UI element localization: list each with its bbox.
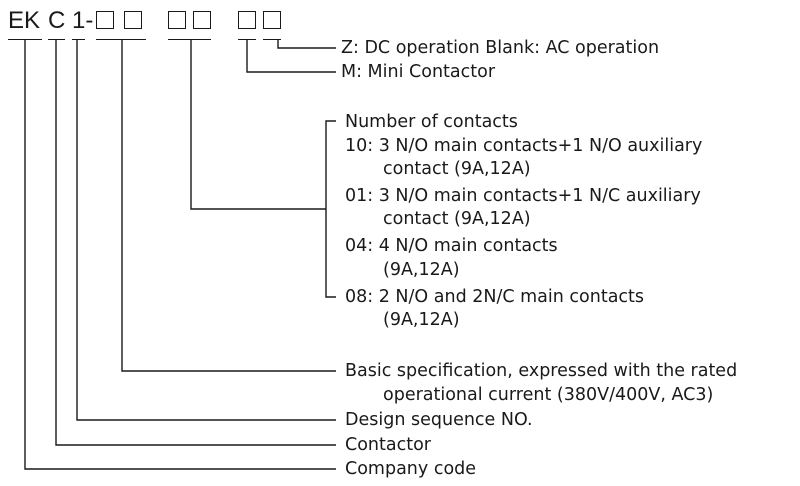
placeholder-box-spec-2 bbox=[124, 11, 142, 29]
underline-contacts bbox=[168, 39, 211, 40]
label-contacts-04: 04: 4 N/O main contacts bbox=[345, 236, 558, 256]
placeholder-box-mini bbox=[238, 11, 256, 29]
connector-design-seq bbox=[76, 39, 336, 421]
label-contacts-10: 10: 3 N/O main contacts+1 N/O auxiliary bbox=[345, 136, 703, 156]
label-contacts-01-rating: contact (9A,12A) bbox=[383, 209, 531, 229]
label-contacts-04-rating: (9A,12A) bbox=[383, 260, 460, 280]
connector-contacts bbox=[190, 39, 326, 210]
connector-mini bbox=[246, 39, 336, 73]
underline-1 bbox=[72, 39, 85, 40]
label-design-sequence: Design sequence NO. bbox=[345, 410, 533, 430]
label-company-code: Company code bbox=[345, 459, 477, 479]
underline-dc bbox=[263, 39, 281, 40]
label-number-of-contacts: Number of contacts bbox=[345, 112, 518, 132]
label-contactor: Contactor bbox=[345, 435, 431, 455]
bracket-contacts bbox=[325, 120, 336, 298]
connector-basic-spec bbox=[121, 39, 336, 372]
label-dc-operation: Z: DC operation Blank: AC operation bbox=[341, 38, 660, 58]
label-contacts-08: 08: 2 N/O and 2N/C main contacts bbox=[345, 287, 645, 307]
label-basic-specification-current: operational current (380V/400V, AC3) bbox=[383, 385, 714, 405]
code-company-ek: EK bbox=[8, 7, 41, 34]
placeholder-box-contacts-1 bbox=[168, 11, 186, 29]
label-contacts-10-rating: contact (9A,12A) bbox=[383, 159, 531, 179]
placeholder-box-spec-1 bbox=[96, 11, 114, 29]
label-basic-specification: Basic specification, expressed with the … bbox=[345, 361, 738, 381]
underline-spec bbox=[96, 39, 146, 40]
placeholder-box-dc bbox=[263, 11, 281, 29]
connector-company bbox=[24, 39, 336, 470]
label-contacts-01: 01: 3 N/O main contacts+1 N/C auxiliary bbox=[345, 186, 701, 206]
code-sequence-1: 1- bbox=[72, 7, 94, 34]
connector-dc bbox=[277, 39, 336, 49]
connector-contactor bbox=[55, 39, 336, 446]
label-mini-contactor: M: Mini Contactor bbox=[341, 62, 496, 82]
label-contacts-08-rating: (9A,12A) bbox=[383, 310, 460, 330]
placeholder-box-contacts-2 bbox=[193, 11, 211, 29]
code-contactor-c: C bbox=[48, 7, 66, 34]
